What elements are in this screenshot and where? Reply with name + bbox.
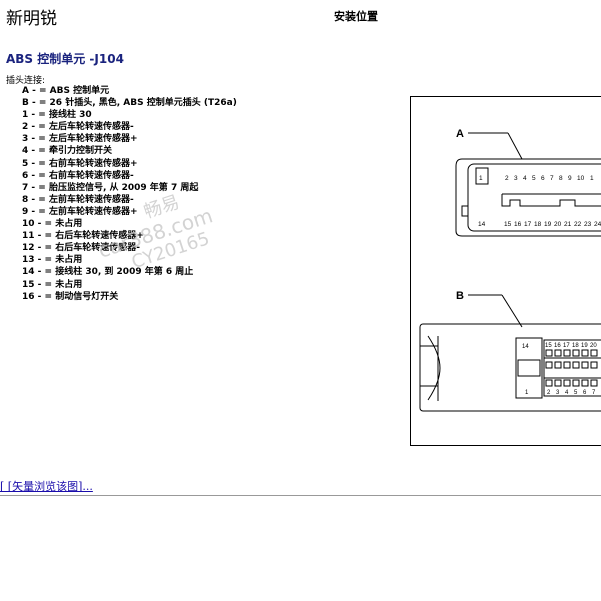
- pin-item-16: 16 - = 制动信号灯开关: [22, 291, 119, 302]
- pin-label: 4: [565, 390, 569, 396]
- divider: [0, 495, 601, 496]
- pin-label: 1: [479, 175, 483, 182]
- pin-item-12: 12 - = 右后车轮转速传感器-: [22, 243, 140, 254]
- pin-item-10: 10 - = 未占用: [22, 219, 83, 230]
- pin-list: A - = ABS 控制单元 B - = 26 针插头, 黑色, ABS 控制单…: [22, 85, 237, 303]
- pin-label: 19: [544, 221, 552, 228]
- pin-item-13: 13 - = 未占用: [22, 255, 83, 266]
- pin-label: 2: [505, 175, 509, 182]
- pin-label: 24: [594, 221, 601, 228]
- pin-label: 8: [559, 175, 563, 182]
- pin-item-1: 1 - = 接线柱 30: [22, 110, 92, 121]
- pin-label: 3: [514, 175, 518, 182]
- pin-label: 14: [478, 221, 486, 228]
- pin-label: 7: [592, 390, 596, 396]
- pin-label: 15: [545, 343, 552, 349]
- pin-label: 1: [525, 390, 529, 396]
- pin-label: 6: [583, 390, 587, 396]
- document-title: ABS 控制单元 -J104: [6, 52, 124, 66]
- connector-b-label: B: [456, 290, 464, 302]
- pin-label: 15: [504, 221, 512, 228]
- pin-item-7: 7 - = 胎压监控信号, 从 2009 年第 7 周起: [22, 182, 199, 193]
- pin-item-b: B - = 26 针插头, 黑色, ABS 控制单元插头 (T26a): [22, 98, 237, 109]
- pin-label: 19: [581, 343, 588, 349]
- pin-item-6: 6 - = 右前车轮转速传感器-: [22, 170, 134, 181]
- pin-label: 20: [554, 221, 562, 228]
- section-title: 安装位置: [334, 10, 378, 23]
- pin-item-5: 5 - = 右前车轮转速传感器+: [22, 158, 138, 169]
- pin-label: 20: [590, 343, 597, 349]
- vector-view-link[interactable]: [ [矢量浏览该图]...: [0, 480, 93, 493]
- pin-label: 17: [524, 221, 532, 228]
- pin-label: 6: [541, 175, 545, 182]
- pin-label: 9: [568, 175, 572, 182]
- pin-label: 16: [514, 221, 522, 228]
- pin-item-11: 11 - = 右后车轮转速传感器+: [22, 231, 144, 242]
- connector-b-body: [419, 323, 601, 412]
- pin-label: 7: [550, 175, 554, 182]
- connector-intro: 插头连接:: [6, 76, 46, 86]
- pin-label: 3: [556, 390, 560, 396]
- pin-label: 5: [574, 390, 578, 396]
- pin-item-8: 8 - = 左前车轮转速传感器-: [22, 194, 134, 205]
- pin-label: 23: [584, 221, 592, 228]
- connector-a-body: [455, 158, 601, 237]
- pin-label: 16: [554, 343, 561, 349]
- pin-item-9: 9 - = 左前车轮转速传感器+: [22, 206, 138, 217]
- pin-label: 21: [564, 221, 572, 228]
- pin-item-14: 14 - = 接线柱 30, 到 2009 年第 6 周止: [22, 267, 194, 278]
- pin-label: 17: [563, 343, 570, 349]
- pin-label: 22: [574, 221, 582, 228]
- pin-item-4: 4 - = 牵引力控制开关: [22, 146, 112, 157]
- pin-label: 14: [522, 344, 529, 350]
- diagram-frame: [410, 96, 601, 446]
- connector-a-label: A: [456, 128, 464, 140]
- pin-item-15: 15 - = 未占用: [22, 279, 83, 290]
- connector-b-pins: [545, 349, 598, 387]
- pin-label: 18: [572, 343, 579, 349]
- pin-item-2: 2 - = 左后车轮转速传感器-: [22, 122, 134, 133]
- pin-label: 2: [547, 390, 551, 396]
- pin-label: 5: [532, 175, 536, 182]
- pin-item-a: A - = ABS 控制单元: [22, 86, 110, 96]
- pin-label: 4: [523, 175, 527, 182]
- pin-label: 10: [577, 175, 585, 182]
- pin-label: 18: [534, 221, 542, 228]
- pin-item-3: 3 - = 左后车轮转速传感器+: [22, 134, 138, 145]
- car-model-title: 新明锐: [6, 9, 57, 29]
- connector-diagram: A B 1 2 3 4 5 6 7 8 9 10 1 14 15 16 17 1…: [410, 96, 601, 446]
- pin-label: 1: [590, 175, 594, 182]
